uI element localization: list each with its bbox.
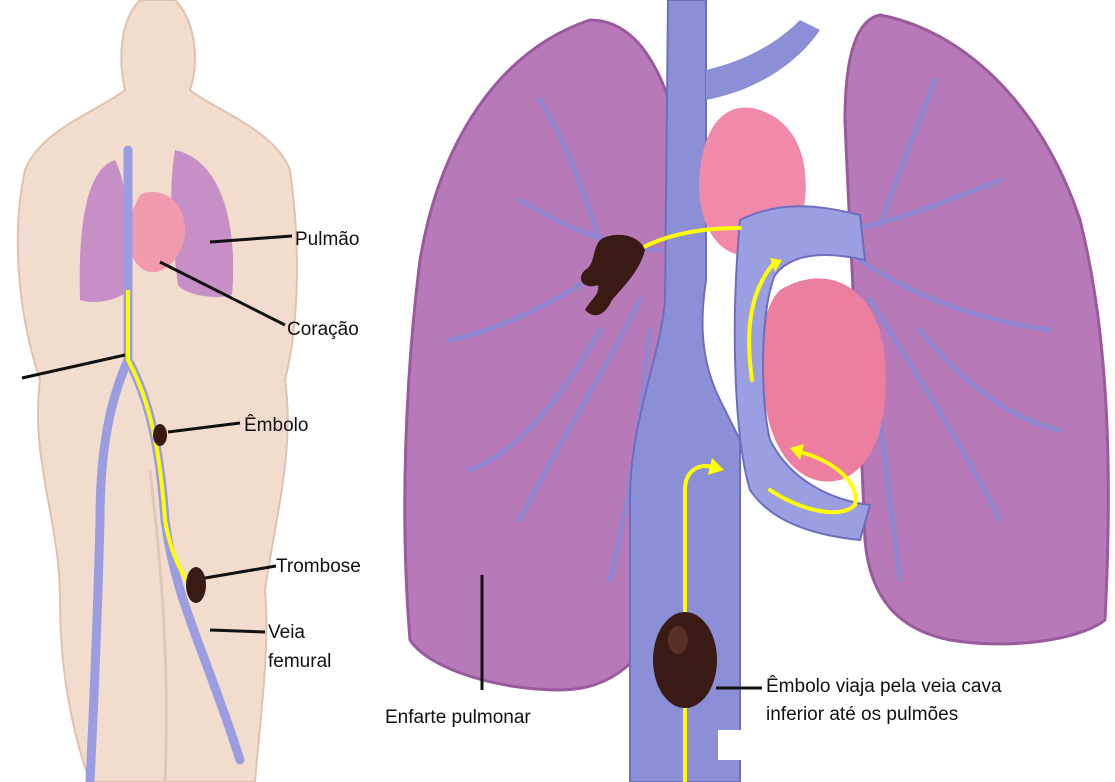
traveling-embolus	[653, 612, 717, 708]
heart-ventricle	[762, 278, 886, 481]
body-silhouette	[18, 0, 297, 782]
label-veia-femural-line2: femural	[268, 650, 331, 674]
label-coracao: Coração	[287, 318, 359, 342]
large-lung-right	[845, 15, 1108, 644]
label-embolo-viaja-line1: Êmbolo viaja pela veia cava	[766, 675, 1002, 699]
label-trombose: Trombose	[276, 555, 361, 579]
lungs-heart-figure	[405, 0, 1109, 782]
label-enfarte: Enfarte pulmonar	[385, 706, 531, 730]
embolus-small	[153, 424, 167, 446]
label-embolo: Êmbolo	[244, 414, 308, 438]
body-figure	[18, 0, 297, 782]
label-veia-femural-line1: Veia	[268, 621, 305, 645]
label-pulmao: Pulmão	[295, 228, 359, 252]
label-embolo-viaja-line2: inferior até os pulmões	[766, 703, 958, 727]
thrombus	[186, 567, 206, 603]
